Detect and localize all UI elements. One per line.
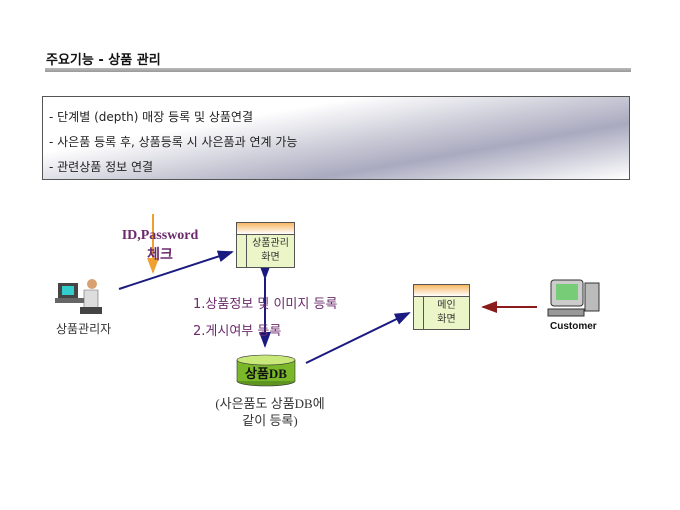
admin-screen-line1: 상품관리 xyxy=(252,238,289,249)
step2-label: 2.게시여부 등록 xyxy=(193,324,282,339)
admin-screen-line2: 화면 xyxy=(261,252,280,263)
customer-computer-icon xyxy=(547,279,600,317)
login-check-label: ID,Password 체크 xyxy=(120,228,200,264)
db-note: (사은품도 상품DB에 같이 등록) xyxy=(195,395,345,429)
step1-label: 1.상품정보 및 이미지 등록 xyxy=(193,297,338,312)
page-title: 주요기능 - 상품 관리 xyxy=(46,53,161,68)
title-divider xyxy=(45,68,631,72)
bullet-item: - 관련상품 정보 연결 xyxy=(49,160,154,174)
db-to-main-arrow xyxy=(305,312,411,364)
login-check-line2: 체크 xyxy=(147,248,173,263)
customer-label: Customer xyxy=(550,321,597,332)
bullet-item: - 사은품 등록 후, 상품등록 시 사은품과 연계 가능 xyxy=(49,135,298,149)
admin-to-screen-arrow xyxy=(118,250,234,290)
db-cylinder-icon xyxy=(236,354,296,387)
main-screen-line1: 메인 xyxy=(437,300,456,311)
db-note-line1: (사은품도 상품DB에 xyxy=(215,396,325,411)
feature-summary-box: - 단계별 (depth) 매장 등록 및 상품연결 - 사은품 등록 후, 상… xyxy=(42,96,630,180)
bullet-item: - 단계별 (depth) 매장 등록 및 상품연결 xyxy=(49,110,253,124)
main-screen-line2: 화면 xyxy=(437,314,456,325)
admin-label: 상품관리자 xyxy=(56,322,112,336)
db-note-line2: 같이 등록) xyxy=(242,413,298,428)
login-check-line1: ID,Password xyxy=(121,228,199,243)
admin-person-icon xyxy=(55,279,102,314)
db-label: 상품DB xyxy=(245,366,287,381)
